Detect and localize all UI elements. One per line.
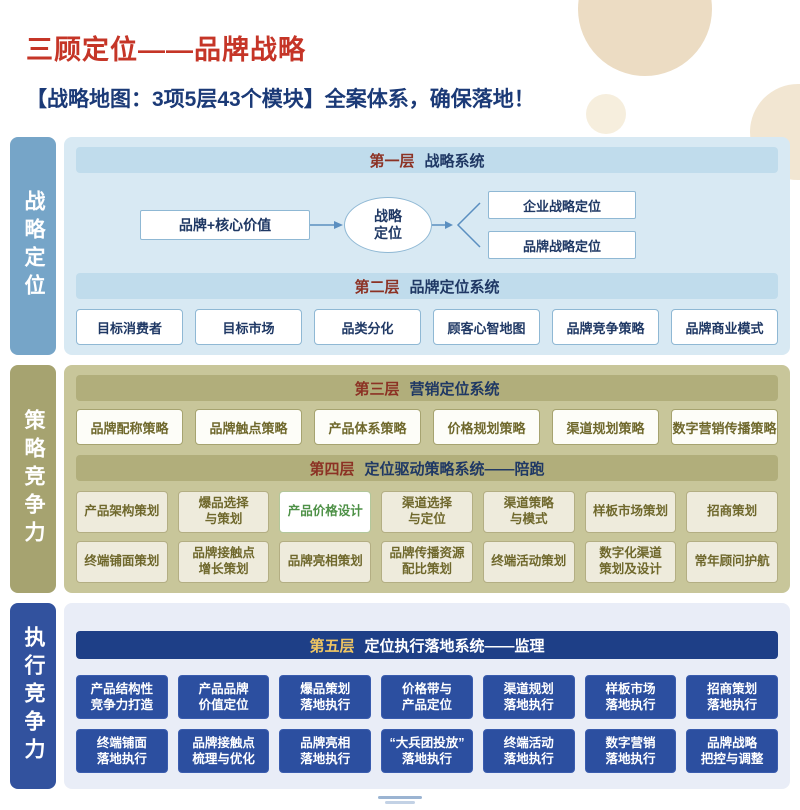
sidebar-label: 战略定位	[22, 190, 45, 302]
section1-content: 第一层 战略系统 品牌+核心价值 战略 定位 企业战略定位 品牌战略定位	[64, 137, 790, 355]
module-box: 渠道规划 落地执行	[482, 675, 575, 719]
module-box: 品牌商业模式	[671, 309, 778, 345]
section-execution-competitiveness: 执行竞争力 第五层 定位执行落地系统——监理 产品结构性 竞争力打造 产品品牌 …	[10, 603, 790, 789]
module-box: 目标市场	[195, 309, 302, 345]
layer5-modules-row-1: 产品结构性 竞争力打造 产品品牌 价值定位 爆品策划 落地执行 价格带与 产品定…	[76, 675, 779, 719]
module-box: 渠道策略 与模式	[482, 491, 575, 533]
module-box: 产品架构策划	[76, 491, 168, 533]
flow-diagram: 品牌+核心价值 战略 定位 企业战略定位 品牌战略定位	[76, 181, 778, 269]
layer5-title: 定位执行落地系统——监理	[364, 637, 545, 655]
layer5-number: 第五层	[309, 637, 355, 655]
module-box: 终端铺面策划	[76, 541, 168, 583]
module-box: 品牌战略 把控与调整	[686, 729, 779, 773]
module-box: 产品体系策略	[314, 409, 421, 445]
module-box: 品牌亮相 落地执行	[279, 729, 372, 773]
layer5-header: 第五层 定位执行落地系统——监理	[76, 631, 778, 659]
module-box: 爆品选择 与策划	[177, 491, 270, 533]
decorative-circle-small	[586, 94, 626, 134]
layer3-title: 营销定位系统	[409, 380, 500, 398]
module-box: 招商策划	[686, 491, 779, 533]
flow-target-box: 品牌战略定位	[488, 231, 636, 259]
layer2-modules-row: 目标消费者 目标市场 品类分化 顾客心智地图 品牌竞争策略 品牌商业模式	[76, 309, 778, 345]
module-box: 品牌接触点 增长策划	[177, 541, 270, 583]
flow-targets: 企业战略定位 品牌战略定位	[488, 191, 636, 259]
layer2-title: 品牌定位系统	[409, 278, 500, 296]
module-box: “大兵团投放” 落地执行	[381, 729, 473, 773]
flow-center-ellipse: 战略 定位	[344, 197, 432, 253]
arrow-right-icon	[310, 221, 343, 229]
layer4-number: 第四层	[309, 460, 355, 478]
section-strategy-competitiveness: 策略竞争力 第三层 营销定位系统 品牌配称策略 品牌触点策略 产品体系策略 价格…	[10, 365, 790, 593]
module-box: 爆品策划 落地执行	[279, 675, 372, 719]
layer1-header: 第一层 战略系统	[76, 147, 778, 173]
sidebar-label: 策略竞争力	[22, 409, 45, 549]
module-box: 终端铺面 落地执行	[76, 729, 168, 773]
module-box: 品牌竞争策略	[552, 309, 659, 345]
layer2-header: 第二层 品牌定位系统	[76, 273, 778, 299]
module-box: 渠道规划策略	[552, 409, 659, 445]
section2-content: 第三层 营销定位系统 品牌配称策略 品牌触点策略 产品体系策略 价格规划策略 渠…	[64, 365, 790, 593]
module-box: 产品结构性 竞争力打造	[76, 675, 168, 719]
layer5-modules-row-2: 终端铺面 落地执行 品牌接触点 梳理与优化 品牌亮相 落地执行 “大兵团投放” …	[76, 729, 779, 773]
module-box: 招商策划 落地执行	[686, 675, 779, 719]
module-box: 品牌接触点 梳理与优化	[177, 729, 270, 773]
layer4-header: 第四层 定位驱动策略系统——陪跑	[76, 455, 778, 481]
module-box: 样板市场策划	[584, 491, 677, 533]
module-box: 品类分化	[314, 309, 421, 345]
fork-connector-icon	[432, 202, 481, 248]
layer1-title: 战略系统	[424, 152, 485, 170]
module-box: 数字化渠道 策划及设计	[584, 541, 677, 583]
layer4-title: 定位驱动策略系统——陪跑	[364, 460, 545, 478]
module-box: 渠道选择 与定位	[381, 491, 473, 533]
module-box: 常年顾问护航	[686, 541, 779, 583]
layer3-header: 第三层 营销定位系统	[76, 375, 778, 401]
module-box: 终端活动 落地执行	[482, 729, 575, 773]
page-title: 三顾定位——品牌战略	[26, 35, 306, 65]
section3-content: 第五层 定位执行落地系统——监理 产品结构性 竞争力打造 产品品牌 价值定位 爆…	[64, 603, 790, 789]
layer4-modules-row-1: 产品架构策划 爆品选择 与策划 产品价格设计 渠道选择 与定位 渠道策略 与模式…	[76, 491, 779, 533]
module-box: 品牌触点策略	[195, 409, 302, 445]
module-box: 品牌亮相策划	[279, 541, 372, 583]
sidebar-execution-competitiveness: 执行竞争力	[10, 603, 56, 789]
layer3-number: 第三层	[354, 380, 400, 398]
module-box: 品牌配称策略	[76, 409, 183, 445]
section-strategy-positioning: 战略定位 第一层 战略系统 品牌+核心价值 战略 定位	[10, 137, 790, 355]
sidebar-label: 执行竞争力	[22, 626, 45, 766]
module-box: 数字营销传播策略	[671, 409, 778, 445]
sidebar-strategy-competitiveness: 策略竞争力	[10, 365, 56, 593]
module-box: 产品品牌 价值定位	[177, 675, 270, 719]
module-box: 顾客心智地图	[433, 309, 540, 345]
module-box: 价格带与 产品定位	[381, 675, 473, 719]
module-box-highlighted: 产品价格设计	[279, 491, 372, 533]
module-box: 价格规划策略	[433, 409, 540, 445]
module-box: 目标消费者	[76, 309, 183, 345]
layer1-number: 第一层	[369, 152, 415, 170]
footer-logo	[378, 794, 422, 806]
flow-target-box: 企业战略定位	[488, 191, 636, 219]
module-box: 品牌传播资源 配比策划	[381, 541, 473, 583]
page-subtitle: 【战略地图：3项5层43个模块】全案体系，确保落地！	[26, 88, 535, 111]
header: 三顾定位——品牌战略 【战略地图：3项5层43个模块】全案体系，确保落地！	[0, 0, 800, 113]
flow-source-box: 品牌+核心价值	[140, 210, 310, 240]
sidebar-strategy-positioning: 战略定位	[10, 137, 56, 355]
module-box: 终端活动策划	[482, 541, 575, 583]
module-box: 样板市场 落地执行	[584, 675, 677, 719]
layer3-modules-row: 品牌配称策略 品牌触点策略 产品体系策略 价格规划策略 渠道规划策略 数字营销传…	[76, 409, 778, 445]
layer4-modules-row-2: 终端铺面策划 品牌接触点 增长策划 品牌亮相策划 品牌传播资源 配比策划 终端活…	[76, 541, 779, 583]
layer2-number: 第二层	[354, 278, 400, 296]
module-box: 数字营销 落地执行	[584, 729, 677, 773]
